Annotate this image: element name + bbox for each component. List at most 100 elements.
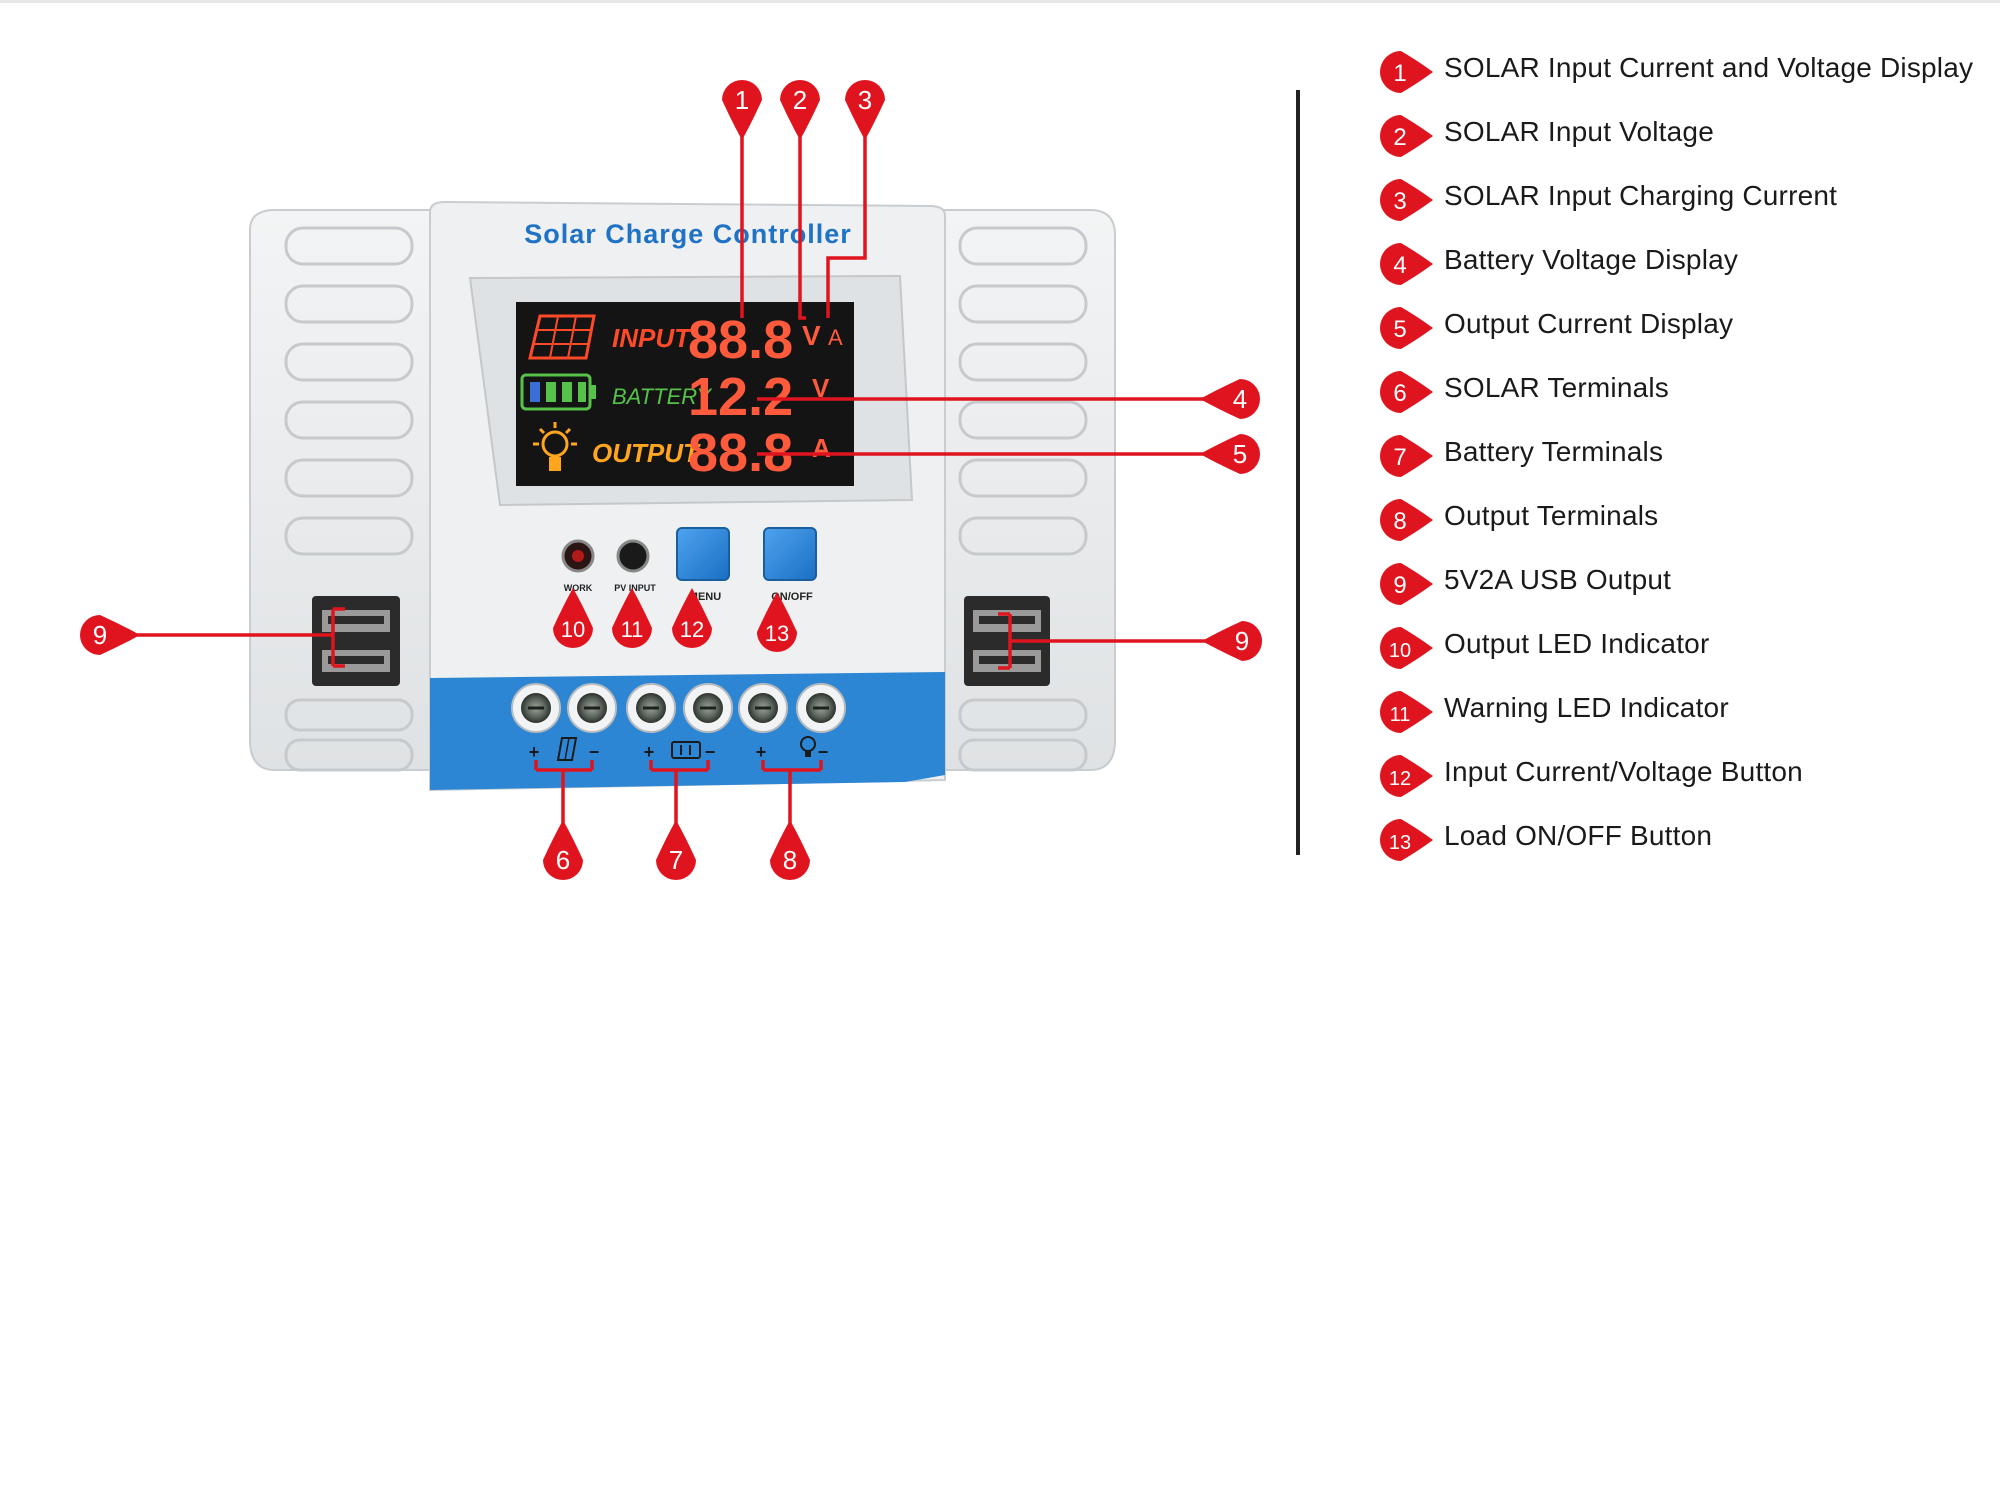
usb-port-left	[312, 596, 400, 686]
legend-item-2: 2 SOLAR Input Voltage	[1378, 108, 1988, 172]
callout-number: 2	[793, 85, 807, 115]
grip-rib	[284, 738, 414, 772]
grip-rib	[284, 226, 414, 266]
legend-marker-icon: 4	[1380, 243, 1433, 285]
legend-list: 1 SOLAR Input Current and Voltage Display…	[1378, 44, 1988, 876]
legend-label: Load ON/OFF Button	[1444, 820, 1713, 851]
legend-label: Battery Voltage Display	[1444, 244, 1739, 275]
legend-marker-icon: 2	[1380, 115, 1433, 157]
callout-number: 1	[735, 85, 749, 115]
legend-label: Output Terminals	[1444, 500, 1659, 531]
grip-rib	[284, 342, 414, 382]
legend-item-7: 7 Battery Terminals	[1378, 428, 1988, 492]
solar-panel-icon	[528, 314, 596, 360]
leader-9-left-bracket	[331, 607, 345, 668]
legend-item-8: 8 Output Terminals	[1378, 492, 1988, 556]
leader-6	[534, 760, 594, 840]
grip-rib	[284, 516, 414, 556]
grip-rib	[958, 342, 1088, 382]
legend-marker-number: 12	[1389, 768, 1411, 790]
grip-rib	[958, 226, 1088, 266]
lcd-unit-a: A	[828, 325, 843, 350]
legend-marker-icon: 8	[1380, 499, 1433, 541]
legend-label: Warning LED Indicator	[1444, 692, 1729, 723]
callout-pin	[612, 588, 652, 648]
grip-rib	[958, 698, 1088, 732]
onoff-button[interactable]	[763, 527, 817, 581]
legend-marker-number: 5	[1393, 316, 1406, 343]
legend-label: SOLAR Input Voltage	[1444, 116, 1714, 147]
grip-rib	[958, 738, 1088, 772]
legend-marker-number: 4	[1393, 252, 1406, 279]
callout-pin	[80, 615, 140, 655]
solar-charge-controller-diagram: Solar Charge Controller	[80, 80, 1263, 880]
right-grip-ribs	[958, 226, 1088, 772]
legend-item-10: 10 Output LED Indicator	[1378, 620, 1988, 684]
onoff-button-label: ON/OFF	[771, 591, 813, 603]
legend-marker-number: 9	[1393, 572, 1406, 599]
callout-number: 9	[93, 620, 107, 650]
leader-7	[649, 760, 710, 840]
usb-port-right	[964, 596, 1050, 686]
legend-marker-icon: 11	[1380, 691, 1433, 733]
legend-marker-icon: 10	[1380, 627, 1433, 669]
callout-number: 11	[621, 617, 644, 642]
grip-rib	[284, 400, 414, 440]
work-led-label: WORK	[564, 583, 593, 593]
callout-number: 9	[1235, 626, 1249, 656]
legend-label: Output LED Indicator	[1444, 628, 1710, 659]
lcd-battery-unit: V	[812, 373, 830, 403]
callout-pin	[1200, 434, 1260, 474]
legend-label: SOLAR Input Current and Voltage Display	[1444, 52, 1974, 83]
legend-marker-number: 11	[1390, 704, 1411, 726]
lcd-input-label: INPUT	[612, 323, 692, 353]
callout-pin	[1202, 620, 1263, 661]
callout-pin	[780, 80, 820, 140]
lcd-output-label: OUTPUT	[592, 438, 701, 468]
grip-rib	[284, 458, 414, 498]
grip-rib	[958, 516, 1088, 556]
callout-leaders	[120, 110, 1220, 840]
legend-marker-icon: 1	[1380, 51, 1433, 93]
terminal-minus-sign: −	[589, 742, 600, 762]
lcd-input-reading: 88.8	[688, 310, 793, 370]
leader-8	[761, 760, 823, 840]
callout-pin	[722, 80, 762, 140]
legend-item-11: 11 Warning LED Indicator	[1378, 684, 1988, 748]
legend-marker-icon: 9	[1380, 563, 1433, 605]
top-rule	[0, 0, 2000, 3]
grip-rib	[284, 698, 414, 732]
terminal-panel	[430, 672, 945, 790]
callout-pin	[845, 80, 885, 140]
legend-marker-number: 1	[1393, 60, 1406, 87]
legend-label: Input Current/Voltage Button	[1444, 756, 1803, 787]
legend-item-12: 12 Input Current/Voltage Button	[1378, 748, 1988, 812]
terminal-plus-sign: +	[644, 742, 655, 762]
callout-number: 5	[1233, 439, 1247, 469]
legend-item-1: 1 SOLAR Input Current and Voltage Display	[1378, 44, 1988, 108]
legend-item-13: 13 Load ON/OFF Button	[1378, 812, 1988, 876]
callout-pin	[553, 588, 593, 648]
legend-marker-icon: 6	[1380, 371, 1433, 413]
left-grip-ribs	[284, 226, 414, 772]
grip-rib	[958, 458, 1088, 498]
callout-number: 6	[556, 845, 570, 875]
callout-number: 10	[561, 617, 585, 642]
menu-button[interactable]	[676, 527, 730, 581]
legend-item-4: 4 Battery Voltage Display	[1378, 236, 1988, 300]
work-led-lamp	[572, 550, 584, 562]
legend-marker-number: 7	[1393, 444, 1406, 471]
callout-number: 12	[680, 617, 704, 642]
pv-input-led-label: PV INPUT	[614, 583, 656, 593]
legend-marker-number: 13	[1389, 832, 1411, 854]
callout-number: 3	[858, 85, 872, 115]
legend-label: Battery Terminals	[1444, 436, 1664, 467]
legend-marker-icon: 12	[1380, 755, 1433, 797]
legend-marker-number: 8	[1393, 508, 1406, 535]
leader-9-right-bracket	[998, 612, 1012, 670]
callout-number: 4	[1233, 384, 1247, 414]
